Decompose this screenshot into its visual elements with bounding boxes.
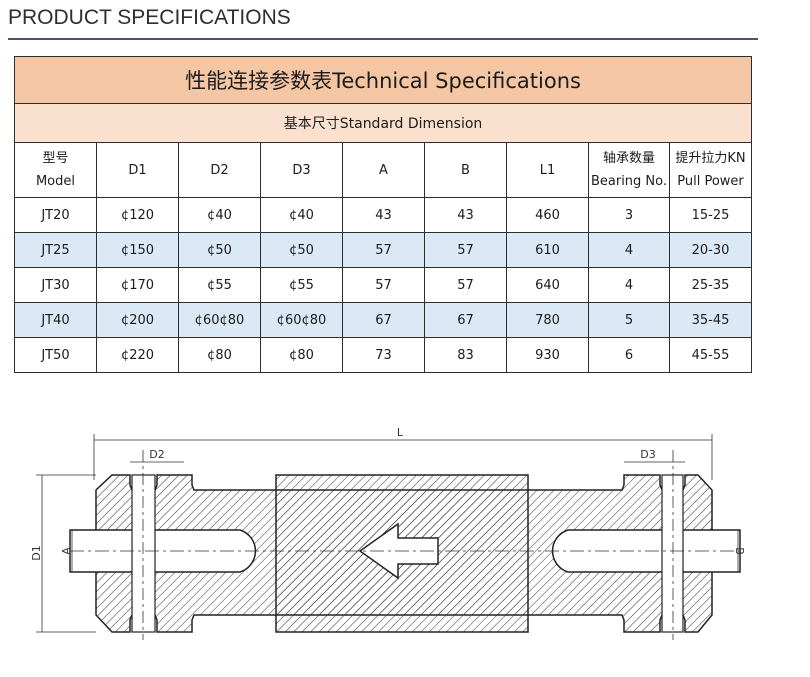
technical-drawing: L D2 D3 D1 A B (30, 426, 746, 640)
cell: 67 (342, 302, 425, 338)
cell: ¢55 (260, 267, 343, 303)
cell: 67 (424, 302, 507, 338)
cell: ¢40 (178, 197, 261, 233)
cell: 15-25 (668, 197, 753, 233)
cell: JT50 (14, 337, 97, 373)
cell: 5 (588, 302, 670, 338)
cell: 930 (506, 337, 589, 373)
cell: 20-30 (668, 232, 753, 268)
cell: 780 (506, 302, 589, 338)
cell: ¢60¢80 (178, 302, 261, 338)
col-header-b: B (424, 142, 507, 198)
cell: ¢80 (260, 337, 343, 373)
cell: ¢200 (96, 302, 179, 338)
label-d1: D1 (30, 545, 43, 560)
col-header-d3: D3 (260, 142, 343, 198)
cell: 4 (588, 232, 670, 268)
joint-body (69, 474, 741, 633)
cell: ¢50 (260, 232, 343, 268)
col-header-d2: D2 (178, 142, 261, 198)
table-subtitle: 基本尺寸Standard Dimension (13, 103, 753, 143)
cell: 640 (506, 267, 589, 303)
cell: JT30 (14, 267, 97, 303)
label-a: A (60, 547, 73, 555)
label-l: L (397, 426, 404, 439)
cell: ¢50 (178, 232, 261, 268)
col-header-l1: L1 (506, 142, 589, 198)
cell: 45-55 (668, 337, 753, 373)
label-b: B (733, 547, 746, 555)
table-title: 性能连接参数表Technical Specifications (13, 56, 753, 104)
cell: ¢220 (96, 337, 179, 373)
label-d3: D3 (640, 448, 655, 461)
cell: ¢170 (96, 267, 179, 303)
cell: JT40 (14, 302, 97, 338)
page-heading: PRODUCT SPECIFICATIONS (8, 6, 291, 29)
cell: 6 (588, 337, 670, 373)
cell: 57 (424, 267, 507, 303)
cell: ¢40 (260, 197, 343, 233)
heading-divider (8, 38, 758, 40)
cell: 73 (342, 337, 425, 373)
label-d2: D2 (149, 448, 164, 461)
cell: 57 (342, 267, 425, 303)
col-header-a: A (342, 142, 425, 198)
cell: 43 (424, 197, 507, 233)
cell: ¢150 (96, 232, 179, 268)
cell: 43 (342, 197, 425, 233)
cell: 460 (506, 197, 589, 233)
cell: 57 (424, 232, 507, 268)
col-header-d1: D1 (96, 142, 179, 198)
cell: 25-35 (668, 267, 753, 303)
cell: ¢55 (178, 267, 261, 303)
spec-table: 性能连接参数表Technical Specifications 基本尺寸Stan… (13, 56, 753, 373)
cell: 3 (588, 197, 670, 233)
cell: 610 (506, 232, 589, 268)
cell: 35-45 (668, 302, 753, 338)
cell: ¢80 (178, 337, 261, 373)
cell: 83 (424, 337, 507, 373)
cell: 57 (342, 232, 425, 268)
cell: JT25 (14, 232, 97, 268)
cell: JT20 (14, 197, 97, 233)
cell: ¢120 (96, 197, 179, 233)
cell: ¢60¢80 (260, 302, 343, 338)
cell: 4 (588, 267, 670, 303)
